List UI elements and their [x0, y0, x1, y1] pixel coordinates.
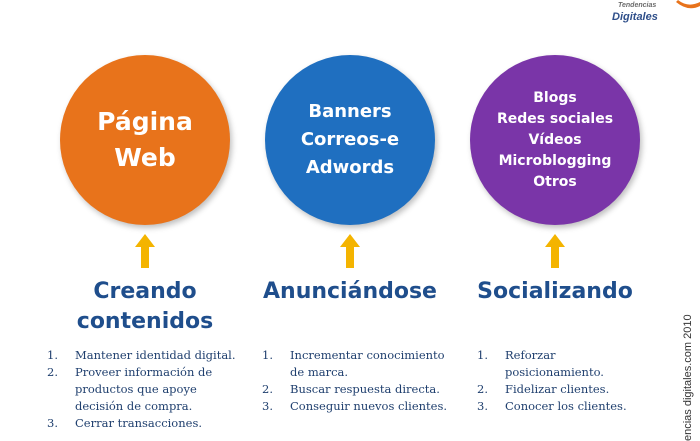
heading-line: contenidos: [76, 309, 214, 334]
list-item: 3. Conocer los clientes.: [477, 398, 627, 415]
list-number: 1.: [262, 348, 273, 362]
swoosh-icon: [676, 0, 700, 9]
circle-line: Vídeos: [528, 131, 582, 148]
circle-web: Página Web: [60, 55, 230, 225]
arrow-up-icon: [135, 234, 155, 268]
list-text: Reforzar: [505, 348, 556, 362]
list-text: Conseguir nuevos clientes.: [290, 399, 448, 413]
circle-ads: Banners Correos-e Adwords: [265, 55, 435, 225]
list-text: Buscar respuesta directa.: [290, 382, 440, 396]
list-number: 3.: [47, 416, 58, 430]
list-text: Fidelizar clientes.: [505, 382, 610, 396]
objective-list: 1. Reforzar posicionamiento. 2. Fideliza…: [477, 347, 627, 415]
list-item: 3. Conseguir nuevos clientes.: [262, 398, 447, 415]
list-item: 2. Buscar respuesta directa.: [262, 381, 447, 398]
list-text: decisión de compra.: [75, 399, 193, 413]
circle-line: Microblogging: [498, 152, 612, 169]
list-text: Incrementar conocimiento: [290, 348, 445, 362]
list-text: productos que apoye: [75, 382, 197, 396]
list-text: posicionamiento.: [505, 365, 604, 379]
list-number: 2.: [477, 382, 488, 396]
column-heading: Socializando: [445, 277, 665, 307]
list-item: 2. Fidelizar clientes.: [477, 381, 627, 398]
heading-line: Creando: [93, 279, 197, 304]
list-number: 2.: [262, 382, 273, 396]
arrow-up-icon: [545, 234, 565, 268]
list-item: 1. Mantener identidad digital.: [47, 347, 236, 364]
objective-list: 1. Mantener identidad digital. 2. Provee…: [47, 347, 236, 432]
list-text: Cerrar transacciones.: [75, 416, 202, 430]
circle-line: Web: [114, 143, 176, 172]
list-text: de marca.: [290, 365, 349, 379]
list-number: 2.: [47, 365, 58, 379]
column-heading: Anunciándose: [240, 277, 460, 307]
circle-line: Correos-e: [300, 129, 400, 150]
objective-list: 1. Incrementar conocimiento de marca. 2.…: [262, 347, 447, 415]
list-number: 3.: [262, 399, 273, 413]
copyright-caption: encias digitales.com 2010: [682, 314, 694, 441]
arrow-up-icon: [340, 234, 360, 268]
circle-line: Blogs: [533, 89, 577, 106]
list-item: 2. Proveer información de productos que …: [47, 364, 236, 415]
heading-line: Socializando: [477, 279, 633, 304]
brand-logo: Tendencias Digitales: [608, 0, 700, 26]
column-heading: Creando contenidos: [35, 277, 255, 337]
list-item: 3. Cerrar transacciones.: [47, 415, 236, 432]
circle-line: Adwords: [305, 157, 395, 178]
list-text: Proveer información de: [75, 365, 213, 379]
circle-line: Otros: [533, 173, 577, 190]
column-content: Página Web Creando contenidos 1. Mantene…: [35, 0, 255, 441]
list-number: 3.: [477, 399, 488, 413]
circle-line: Página: [97, 107, 193, 136]
list-number: 1.: [477, 348, 488, 362]
column-social: Blogs Redes sociales Vídeos Microbloggin…: [445, 0, 665, 441]
circle-social: Blogs Redes sociales Vídeos Microbloggin…: [470, 55, 640, 225]
column-ads: Banners Correos-e Adwords Anunciándose 1…: [240, 0, 460, 441]
circle-line: Redes sociales: [496, 110, 614, 127]
circle-line: Banners: [308, 101, 392, 122]
heading-line: Anunciándose: [263, 279, 437, 304]
list-number: 1.: [47, 348, 58, 362]
list-text: Mantener identidad digital.: [75, 348, 236, 362]
list-item: 1. Reforzar posicionamiento.: [477, 347, 627, 381]
list-item: 1. Incrementar conocimiento de marca.: [262, 347, 447, 381]
list-text: Conocer los clientes.: [505, 399, 627, 413]
brand-name: Digitales: [612, 11, 658, 23]
brand-tagline: Tendencias: [618, 2, 657, 9]
